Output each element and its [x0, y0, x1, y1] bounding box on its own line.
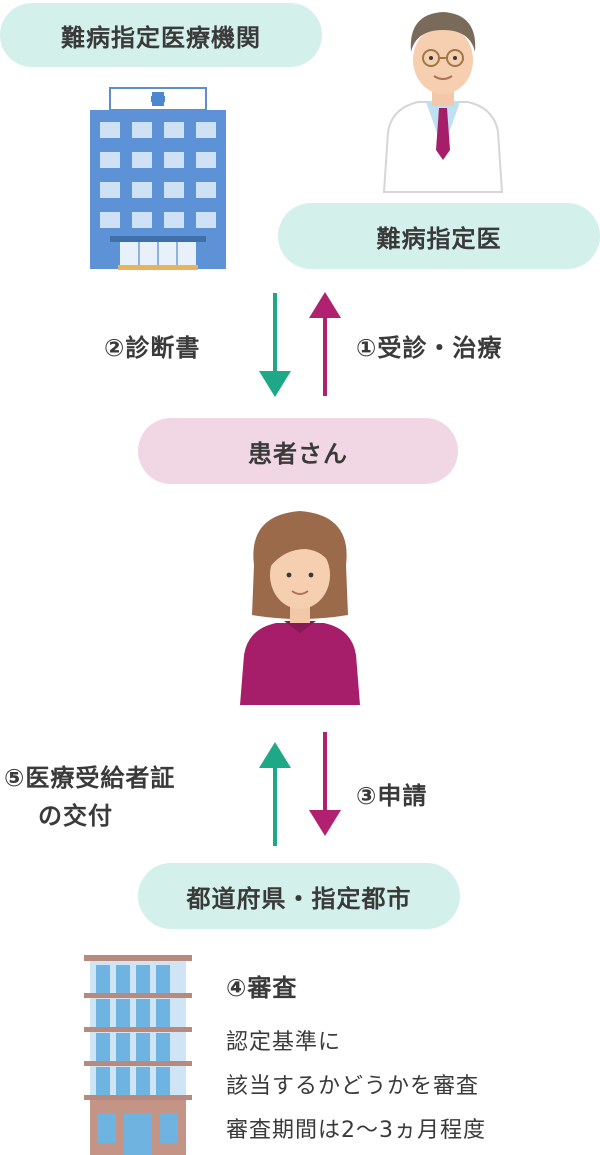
arrow-down-icon [259, 293, 291, 397]
step2-label: ②診断書 [104, 334, 201, 362]
doctor-label: 難病指定医 [278, 203, 600, 269]
hospital-label-text: 難病指定医療機関 [61, 23, 261, 52]
step5-label-line1: ⑤医療受給者証 [4, 764, 176, 792]
arrow-up-icon [309, 292, 341, 396]
step1-label: ①受診・治療 [356, 334, 503, 362]
arrow-down-magenta-icon [309, 732, 341, 836]
review-note-line: 認定基準に [226, 1030, 342, 1055]
doctor-label-text: 難病指定医 [376, 224, 502, 253]
hospital-building-icon [90, 87, 226, 270]
step5-label-line2: の交付 [38, 802, 113, 830]
prefecture-label-text: 都道府県・指定都市 [186, 884, 412, 913]
step4-label: ④審査 [226, 974, 298, 1002]
patient-label: 患者さん [138, 418, 458, 484]
patient-label-text: 患者さん [248, 439, 348, 468]
prefecture-label: 都道府県・指定都市 [138, 863, 460, 929]
patient-icon [240, 511, 360, 705]
review-note-line: 該当するかどうかを審査 [226, 1074, 480, 1099]
doctor-icon [382, 12, 504, 193]
government-building-icon [84, 955, 192, 1155]
step3-label: ③申請 [356, 782, 428, 810]
arrow-up-teal-icon [259, 742, 291, 846]
hospital-label: 難病指定医療機関 [0, 3, 322, 67]
review-note-line: 審査期間は2～3ヵ月程度 [226, 1118, 486, 1143]
